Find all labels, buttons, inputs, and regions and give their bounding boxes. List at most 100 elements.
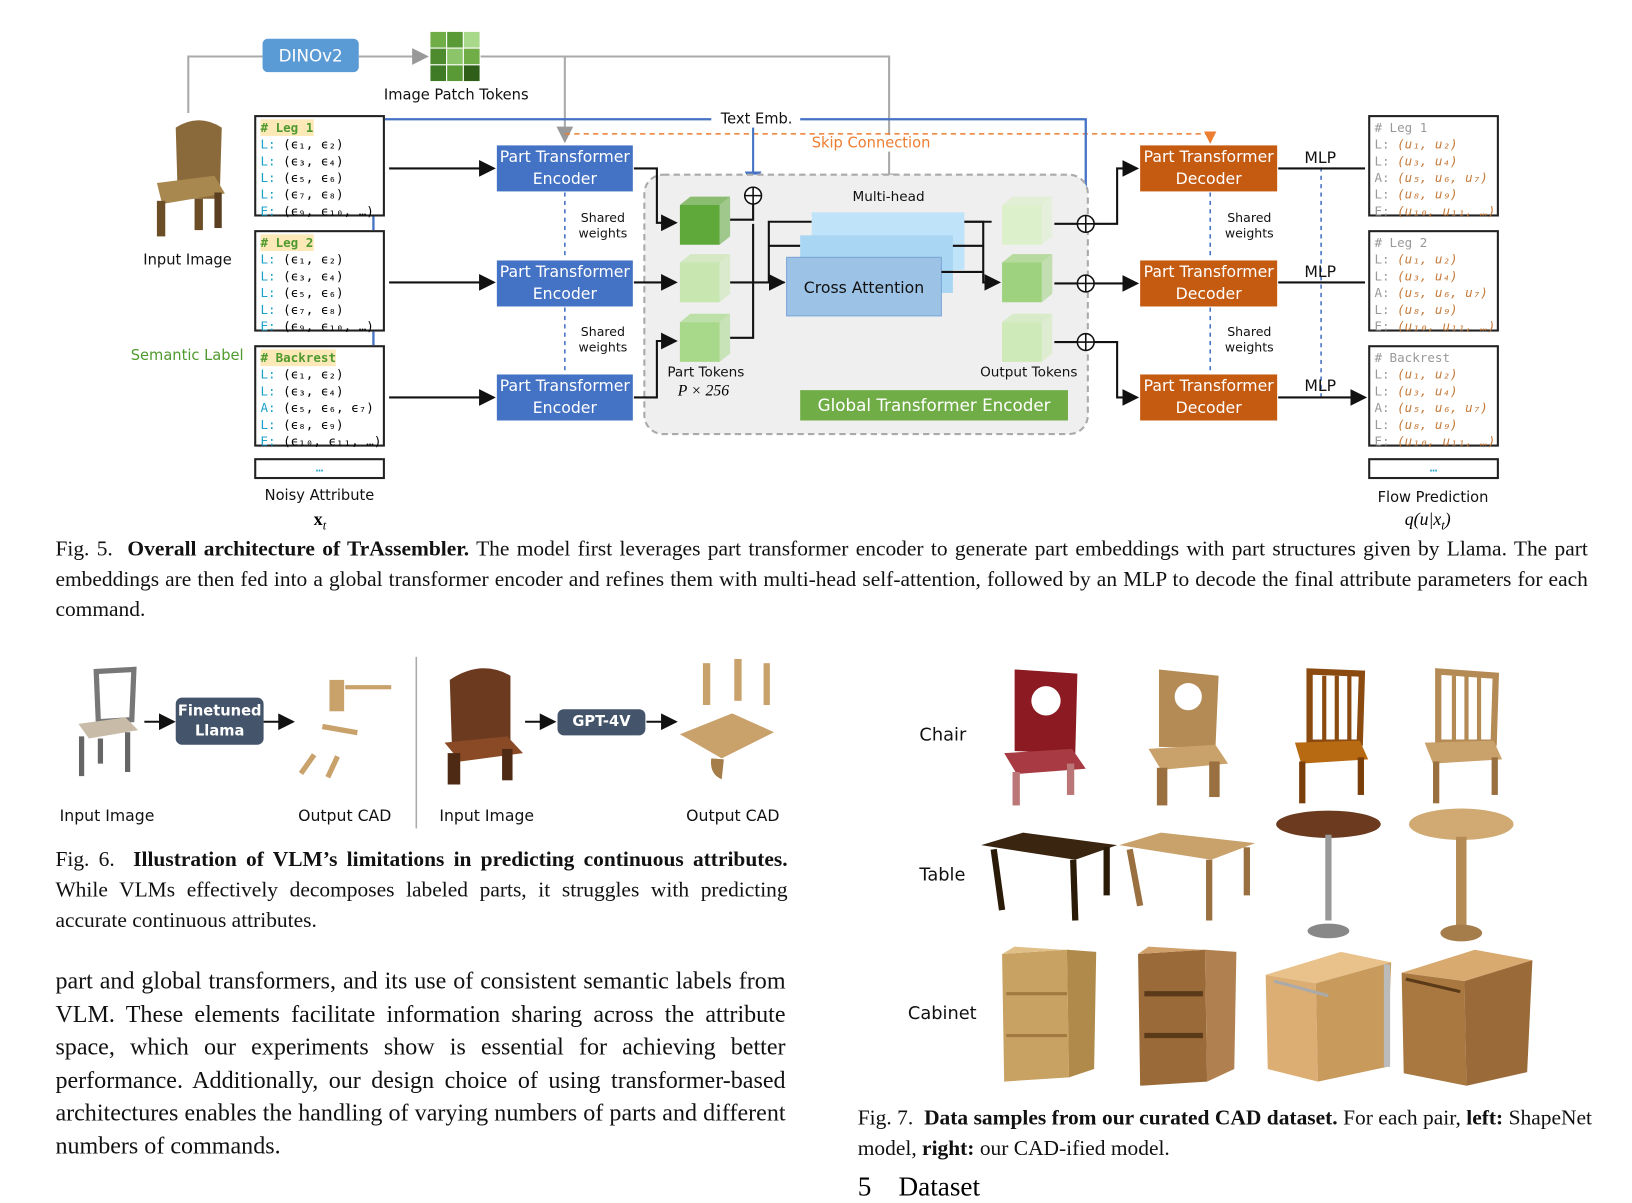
part-label: # Backrest: [260, 349, 337, 367]
chair-cad-image: [1148, 669, 1229, 806]
patch-token: [462, 47, 481, 66]
part-tokens-label: Part Tokens: [667, 365, 745, 381]
command-line: A: (u₅, u₆, u₇): [1374, 170, 1488, 186]
output-tokens-label: Output Tokens: [980, 365, 1078, 381]
patch-token: [446, 64, 464, 83]
command-line: L: (ϵ₁, ϵ₂): [260, 252, 344, 267]
output-cad-gpt-image: [679, 658, 775, 780]
part-tokens-dim: P × 256: [677, 382, 730, 400]
fig7-samples-grid: [981, 668, 1533, 1086]
gpt4v-box: GPT-4V: [557, 709, 646, 736]
token-cube: [1002, 254, 1053, 303]
dinov2-box: DINOv2: [262, 38, 359, 73]
output-cad-llama-image: [298, 679, 392, 779]
mlp-label: MLP: [1304, 376, 1337, 396]
noisy-attribute-symbol: xt: [313, 509, 327, 533]
command-line: L: (u₁, u₂): [1374, 367, 1458, 382]
skip-connection-label: Skip Connection: [811, 134, 931, 152]
command-line: L: (u₃, u₄): [1374, 383, 1458, 399]
token-cube: [679, 254, 731, 303]
mlp-label: MLP: [1304, 262, 1337, 282]
output-token-box: # Leg 2 L: (u₁, u₂)L: (u₃, u₄)A: (u₅, u₆,…: [1368, 230, 1499, 334]
command-line: L: (ϵ₈, ϵ₉): [260, 417, 344, 432]
patch-token: [429, 30, 448, 49]
more-parts-box: …: [1368, 458, 1499, 480]
cabinet-cad-image: [1138, 946, 1237, 1086]
command-line: L: (u₈, u₉): [1374, 187, 1458, 202]
mlp-label: MLP: [1304, 148, 1337, 168]
semantic-label: Semantic Label: [130, 347, 244, 365]
patch-token: [429, 64, 448, 83]
table-cad-image: [1408, 808, 1514, 840]
chair-cad-image: [1424, 668, 1503, 804]
section-heading: 5 Dataset: [857, 1171, 981, 1202]
token-cube: [1002, 196, 1053, 245]
row-label-table: Table: [919, 865, 966, 886]
chair-shapenet-image: [1004, 669, 1086, 806]
command-line: E: (u₁₀, u₁₁, …): [1374, 203, 1496, 219]
more-parts-box: …: [254, 458, 385, 480]
part-label: # Leg 1: [260, 119, 314, 136]
command-line: L: (ϵ₃, ϵ₄): [260, 153, 344, 169]
fig6-diagram: [78, 656, 775, 829]
command-line: L: (ϵ₁, ϵ₂): [260, 367, 344, 382]
command-line: L: (u₈, u₉): [1374, 417, 1458, 432]
cross-attention-box: Cross Attention: [803, 278, 925, 298]
command-line: L: (ϵ₅, ϵ₆): [260, 170, 344, 186]
command-line: E: (ϵ₉, ϵ₁₀, …): [260, 203, 374, 219]
input-chair-gray-image: [78, 666, 139, 777]
input-image-label: Input Image: [439, 806, 535, 826]
output-cad-label: Output CAD: [298, 806, 392, 826]
command-line: L: (ϵ₇, ϵ₈): [260, 187, 344, 202]
command-line: L: (u₁, u₂): [1374, 252, 1458, 267]
command-line: L: (ϵ₇, ϵ₈): [260, 302, 344, 317]
flow-prediction-label: Flow Prediction: [1377, 489, 1489, 507]
fig7-caption: Fig. 7. Data samples from our curated CA…: [857, 1106, 1593, 1161]
part-label: # Leg 2: [260, 234, 314, 252]
chair-shapenet-image: [1294, 668, 1369, 804]
command-line: A: (u₅, u₆, u₇): [1374, 285, 1488, 301]
part-label: # Leg 1: [1374, 120, 1428, 135]
part-label: # Leg 2: [1374, 235, 1428, 250]
command-line: L: (u₁, u₂): [1374, 137, 1458, 152]
command-line: L: (u₃, u₄): [1374, 268, 1458, 284]
row-label-cabinet: Cabinet: [907, 1003, 977, 1025]
command-line: A: (ϵ₅, ϵ₆, ϵ₇): [260, 400, 374, 416]
cabinet-shapenet-image: [1265, 951, 1392, 1082]
input-image-label: Input Image: [143, 252, 232, 269]
image-to-dinov2-line: [187, 55, 263, 113]
global-transformer-encoder-box: Global Transformer Encoder: [800, 390, 1068, 421]
patch-token: [462, 30, 481, 49]
command-line: L: (u₈, u₉): [1374, 302, 1458, 317]
input-chair-image: [156, 120, 225, 237]
table-shapenet-image: [981, 832, 1118, 921]
row-label-chair: Chair: [919, 724, 967, 746]
command-line: E: (u₁₀, u₁₁, …): [1374, 319, 1496, 334]
image-patch-tokens-label: Image Patch Tokens: [383, 86, 529, 104]
text-emb-label: Text Emb.: [717, 110, 796, 128]
dinov2-label: DINOv2: [278, 45, 343, 66]
patch-token: [446, 47, 464, 66]
token-cube: [679, 196, 731, 245]
part-label: # Backrest: [1374, 350, 1451, 366]
flow-formula: q(u|xt): [1404, 509, 1451, 533]
output-cad-label: Output CAD: [686, 806, 780, 826]
image-patch-tokens-grid: [429, 30, 481, 83]
noisy-attribute-label: Noisy Attribute: [264, 487, 375, 505]
token-cube: [679, 313, 731, 362]
command-line: L: (ϵ₅, ϵ₆): [260, 285, 344, 301]
